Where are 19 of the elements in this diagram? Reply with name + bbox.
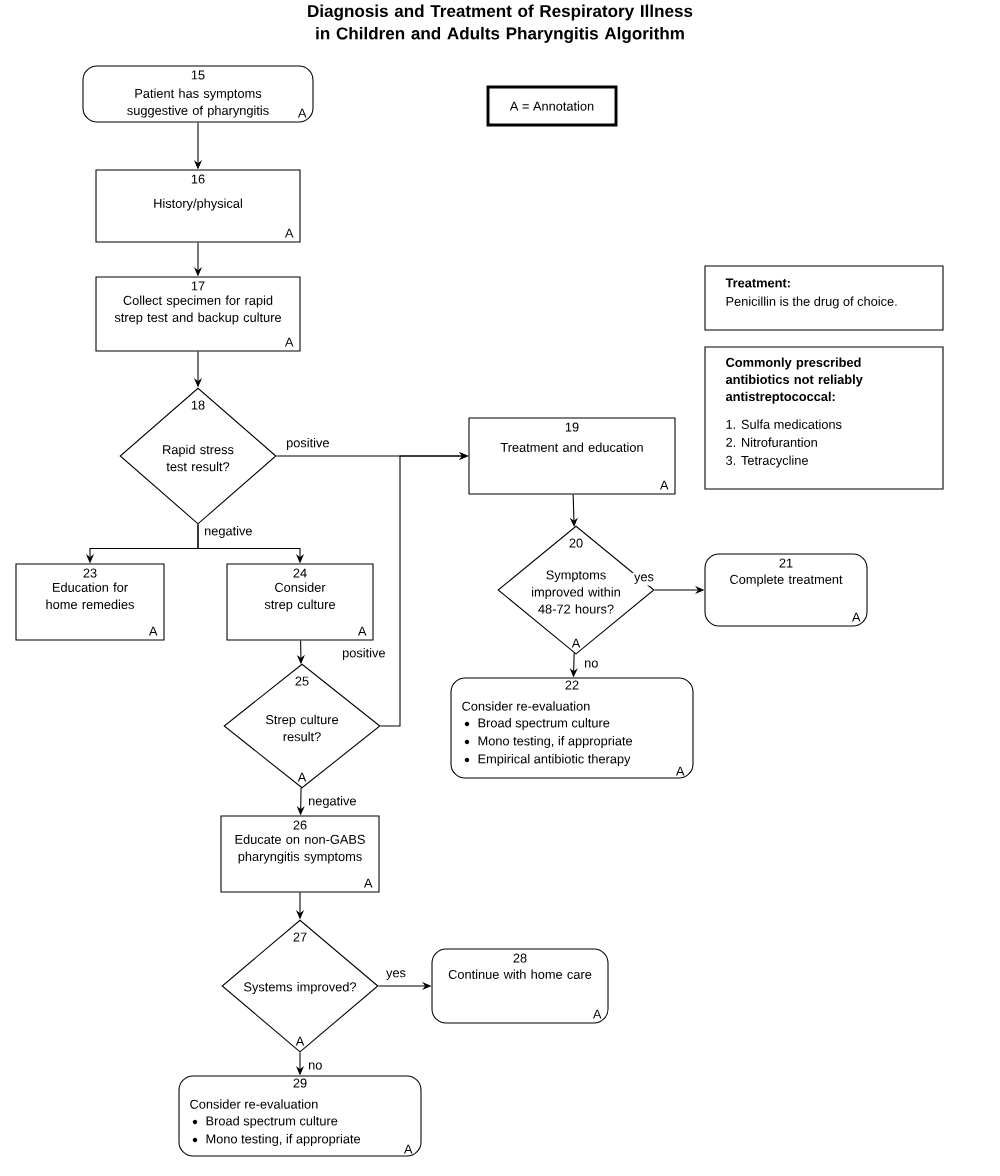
terminal-box	[178, 1075, 422, 1157]
process-box	[468, 417, 676, 495]
note-box	[704, 346, 944, 490]
process-box	[220, 815, 380, 893]
decision-diamond	[221, 919, 379, 1053]
process-box	[95, 169, 301, 243]
process-box	[95, 276, 301, 352]
decision-diamond	[497, 525, 655, 655]
title: Diagnosis and Treatment of Respiratory Illness in Children and Adults Pharyngitis Algorithm	[308, 4, 693, 43]
legend-box	[486, 85, 618, 127]
decision-diamond	[119, 387, 277, 525]
terminal-box	[450, 677, 694, 779]
decision-diamond	[223, 663, 381, 789]
terminal-box	[431, 948, 609, 1024]
process-box	[226, 563, 374, 641]
terminal-box	[704, 553, 868, 627]
note-box	[704, 265, 944, 331]
terminal-box	[82, 65, 314, 123]
process-box	[15, 563, 165, 641]
